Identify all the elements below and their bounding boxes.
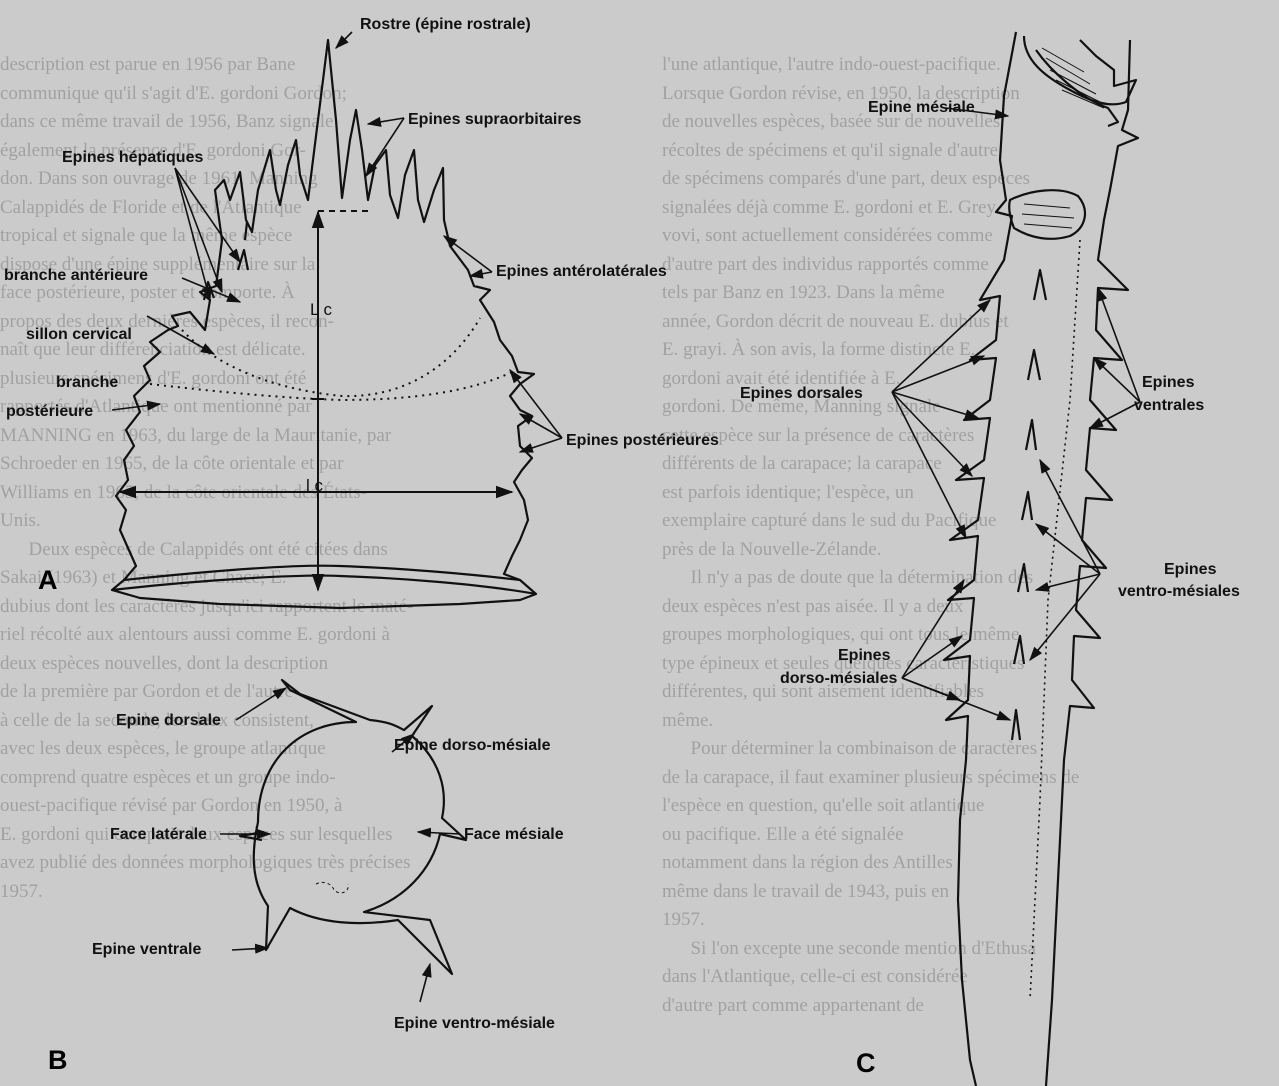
label-sillon-cervical: sillon cervical xyxy=(26,325,132,344)
label-epine-ventrale: Epine ventrale xyxy=(92,940,201,959)
leaders-a xyxy=(112,32,562,452)
label-epine-dorsale: Epine dorsale xyxy=(116,711,221,730)
label-rostre: Rostre (épine rostrale) xyxy=(360,15,531,34)
label-face-laterale: Face latérale xyxy=(110,825,207,844)
panel-letter-c: C xyxy=(856,1048,876,1079)
segment-outline-right xyxy=(1046,40,1138,1086)
segment-drawing xyxy=(944,32,1138,1086)
label-branche-anterieure: branche antérieure xyxy=(4,266,148,285)
label-epines-ventrales-1: Epines xyxy=(1142,373,1194,392)
label-epines-hepatiques: Epines hépatiques xyxy=(62,148,203,167)
label-epine-mesiale: Epine mésiale xyxy=(868,98,975,117)
dimension-lines xyxy=(120,211,512,590)
label-epines-posterieures: Epines postérieures xyxy=(566,431,719,450)
label-lc-length: L c xyxy=(310,300,332,320)
label-epines-dorso-mesiales-2: dorso-mésiales xyxy=(780,669,897,688)
label-epines-dorso-mesiales-1: Epines xyxy=(838,646,890,665)
section-outline xyxy=(254,680,466,974)
carapace-rim xyxy=(124,566,520,580)
label-face-mesiale: Face mésiale xyxy=(464,825,564,844)
label-epine-ventro-mesiale: Epine ventro-mésiale xyxy=(394,1014,555,1033)
label-epines-ventro-mesiales-2: ventro-mésiales xyxy=(1118,582,1240,601)
label-lc-width: l c xyxy=(306,476,323,496)
label-epines-anterolaterales: Epines antérolatérales xyxy=(496,262,667,281)
label-branche-posterieure-1: branche xyxy=(56,373,118,392)
label-epines-dorsales: Epines dorsales xyxy=(740,384,863,403)
label-epine-dorso-mesiale: Epine dorso-mésiale xyxy=(394,736,551,755)
label-epines-supraorbitaires: Epines supraorbitaires xyxy=(408,110,581,129)
panel-letter-a: A xyxy=(38,565,58,596)
label-epines-ventrales-2: ventrales xyxy=(1134,396,1204,415)
label-branche-posterieure-2: postérieure xyxy=(6,402,93,421)
segment-hatching xyxy=(1022,48,1104,228)
segment-outline-left xyxy=(944,32,1016,1086)
section-drawing xyxy=(240,680,466,974)
label-epines-ventro-mesiales-1: Epines xyxy=(1164,560,1216,579)
panel-letter-b: B xyxy=(48,1045,68,1076)
